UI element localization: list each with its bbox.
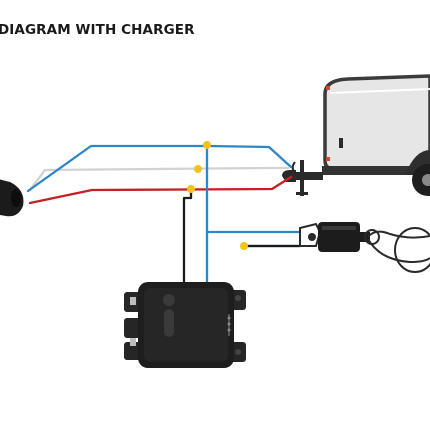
plug-icon: [0, 179, 24, 217]
junction-dot: [240, 242, 248, 250]
trailer-icon: [282, 74, 430, 196]
junction-dot: [203, 141, 211, 149]
diagram-title: DIAGRAM WITH CHARGER: [0, 22, 195, 38]
gray-wire: [28, 166, 290, 192]
wires: [26, 144, 302, 286]
junction-dot: [187, 185, 195, 193]
junction-dot: [194, 165, 202, 173]
switch-icon: [299, 222, 430, 273]
junction-points: [187, 141, 248, 250]
charger-icon: [124, 282, 246, 368]
red-wire: [28, 175, 293, 205]
black-wire: [182, 187, 193, 286]
